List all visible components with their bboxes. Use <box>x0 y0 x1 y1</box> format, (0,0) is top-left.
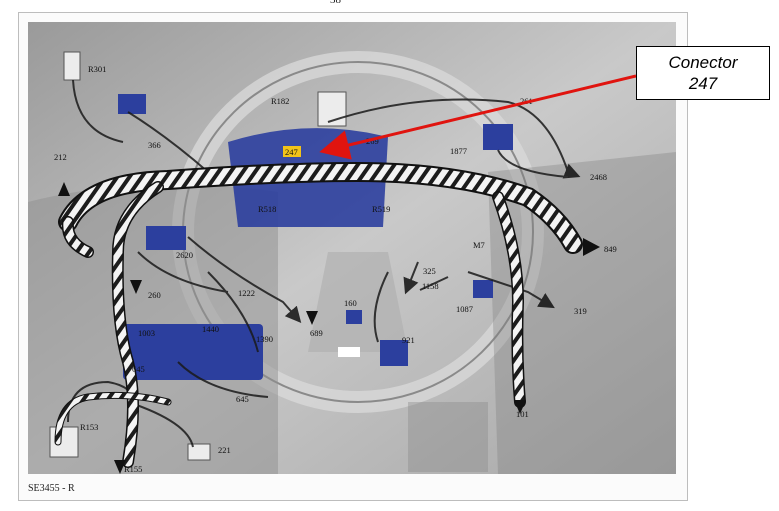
label-101: 101 <box>516 409 529 419</box>
label-1087: 1087 <box>456 304 473 314</box>
label-R518: R518 <box>258 204 276 214</box>
label-325: 325 <box>423 266 436 276</box>
callout-box: Conector 247 <box>636 46 770 100</box>
label-645-right: 645 <box>236 394 249 404</box>
label-366: 366 <box>148 140 161 150</box>
label-921: 921 <box>402 335 415 345</box>
label-2620: 2620 <box>176 250 193 260</box>
label-1222: 1222 <box>238 288 255 298</box>
label-689: 689 <box>310 328 323 338</box>
label-2468: 2468 <box>590 172 607 182</box>
label-1877: 1877 <box>450 146 467 156</box>
label-R153: R153 <box>80 422 98 432</box>
label-160: 160 <box>344 298 357 308</box>
label-R301: R301 <box>88 64 106 74</box>
connector-label-layer: R301 366 212 R182 261 247 269 1877 2468 … <box>54 64 617 474</box>
wiring-harness-photo: R301 366 212 R182 261 247 269 1877 2468 … <box>28 22 676 474</box>
label-260: 260 <box>148 290 161 300</box>
label-R519: R519 <box>372 204 390 214</box>
label-221: 221 <box>218 445 231 455</box>
label-R182: R182 <box>271 96 289 106</box>
callout-line2: 247 <box>688 74 718 93</box>
label-319: 319 <box>574 306 587 316</box>
label-1158: 1158 <box>422 281 439 291</box>
label-849: 849 <box>604 244 617 254</box>
label-M7: M7 <box>473 240 485 250</box>
label-212: 212 <box>54 152 67 162</box>
label-247: 247 <box>285 147 298 157</box>
label-1003: 1003 <box>138 328 155 338</box>
document-code: SE3455 - R <box>28 483 75 494</box>
label-269: 269 <box>366 136 379 146</box>
callout-line1: Conector <box>668 53 738 72</box>
label-R155: R155 <box>124 464 142 474</box>
label-645-left: 645 <box>132 364 145 374</box>
label-1390: 1390 <box>256 334 273 344</box>
page-number: 38 <box>330 0 341 6</box>
label-1440: 1440 <box>202 324 219 334</box>
